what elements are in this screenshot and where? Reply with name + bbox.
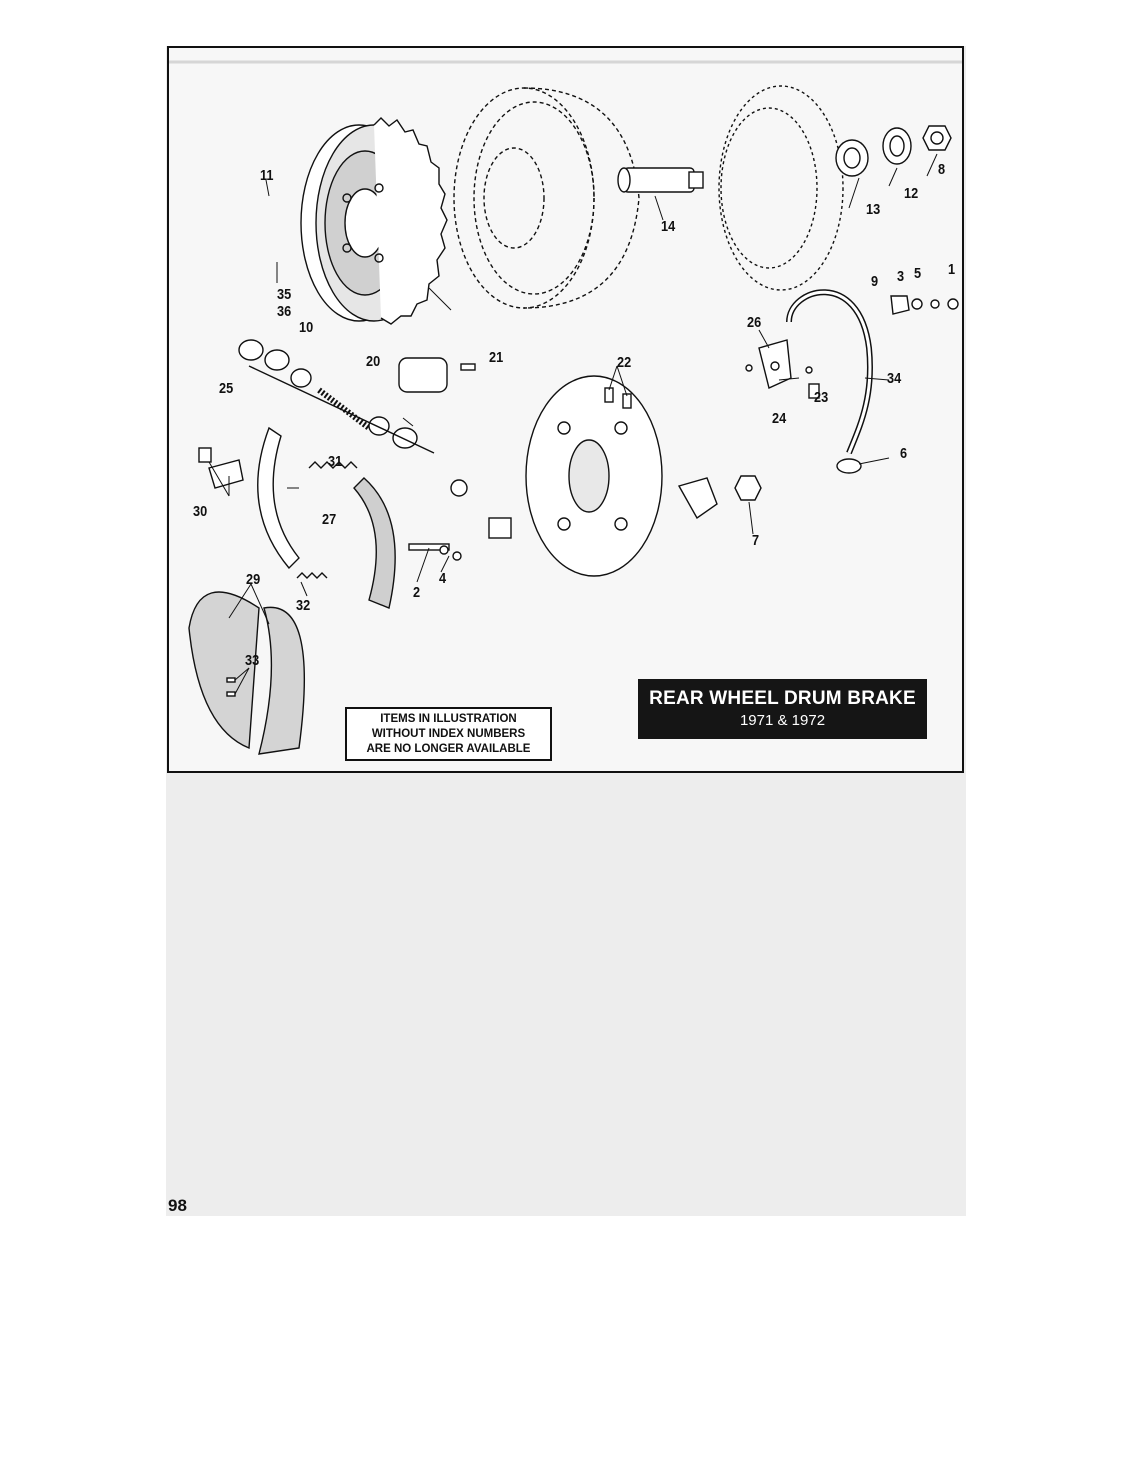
callout-21: 21 — [489, 349, 504, 366]
callout-32: 32 — [296, 597, 311, 614]
callout-26: 26 — [747, 314, 762, 331]
hose-clip — [890, 295, 910, 315]
notice-line-1: ITEMS IN ILLUSTRATION — [380, 712, 517, 725]
callout-13: 13 — [866, 201, 881, 218]
callout-29: 29 — [246, 571, 261, 588]
callout-24: 24 — [772, 410, 787, 427]
callout-1: 1 — [948, 261, 956, 278]
diagram-title: REAR WHEEL DRUM BRAKE — [649, 688, 916, 709]
hose-fitting — [836, 458, 862, 474]
callout-34: 34 — [887, 370, 902, 387]
callout-30: 30 — [193, 503, 208, 520]
notice-line-2: WITHOUT INDEX NUMBERS — [371, 727, 526, 740]
bolt-fitting — [947, 298, 959, 310]
callout-36: 36 — [277, 303, 292, 320]
callout-20: 20 — [366, 353, 381, 370]
brake-shoe-clip — [198, 447, 244, 489]
callout-31: 31 — [328, 453, 343, 470]
master-cylinder-bracket — [758, 339, 792, 389]
callout-2: 2 — [413, 584, 421, 601]
callout-35: 35 — [277, 286, 292, 303]
notice-line-3: ARE NO LONGER AVAILABLE — [366, 742, 531, 755]
washer-fitting — [930, 299, 940, 309]
axle-nut — [922, 125, 952, 151]
callout-8: 8 — [938, 161, 946, 178]
diagram-subtitle-years: 1971 & 1972 — [739, 712, 826, 729]
anchor-stud — [677, 475, 762, 520]
brake-drum-sprocket — [300, 117, 448, 325]
callout-11: 11 — [260, 167, 274, 184]
callout-14: 14 — [661, 218, 676, 235]
callout-25: 25 — [219, 380, 234, 397]
hub-shaft — [617, 167, 704, 193]
callout-leaders — [208, 153, 938, 695]
wheel-cylinder-kit — [238, 339, 476, 449]
brake-backing-plate-upper — [718, 85, 844, 291]
bracket-washer — [745, 364, 753, 372]
callout-9: 9 — [871, 273, 879, 290]
brake-hose — [786, 289, 873, 455]
callout-4: 4 — [439, 570, 447, 587]
brake-spring — [296, 461, 358, 579]
page-number: 98 — [168, 1196, 187, 1215]
fitting-washer — [911, 298, 923, 310]
bleeder-screw — [604, 387, 632, 409]
bracket-nut — [805, 366, 813, 374]
callout-22: 22 — [617, 354, 632, 371]
brake-backing-plate — [525, 375, 663, 577]
callout-5: 5 — [914, 265, 922, 282]
callout-23: 23 — [814, 389, 829, 406]
availability-notice: ITEMS IN ILLUSTRATION WITHOUT INDEX NUMB… — [345, 707, 552, 761]
axle-spacer — [882, 127, 912, 165]
brake-shoe — [257, 426, 396, 609]
callout-12: 12 — [904, 185, 919, 202]
exploded-axis-line — [248, 365, 435, 454]
brake-lining — [188, 591, 306, 755]
callout-27: 27 — [322, 511, 337, 528]
diagram-title-box: REAR WHEEL DRUM BRAKE 1971 & 1972 — [638, 679, 927, 739]
parts-illustration: 1 2 3 4 5 6 7 8 9 10 11 12 13 14 20 21 2… — [167, 46, 964, 773]
callout-10: 10 — [299, 319, 314, 336]
axle-bushing — [835, 139, 869, 177]
brake-drum-outline — [453, 87, 640, 309]
callout-3: 3 — [897, 268, 905, 285]
callout-33: 33 — [245, 652, 260, 669]
brake-adjuster — [408, 479, 512, 561]
callout-7: 7 — [752, 532, 760, 549]
callout-6: 6 — [900, 445, 908, 462]
exploded-view-drawing — [169, 60, 962, 755]
brake-bolt — [808, 383, 820, 399]
